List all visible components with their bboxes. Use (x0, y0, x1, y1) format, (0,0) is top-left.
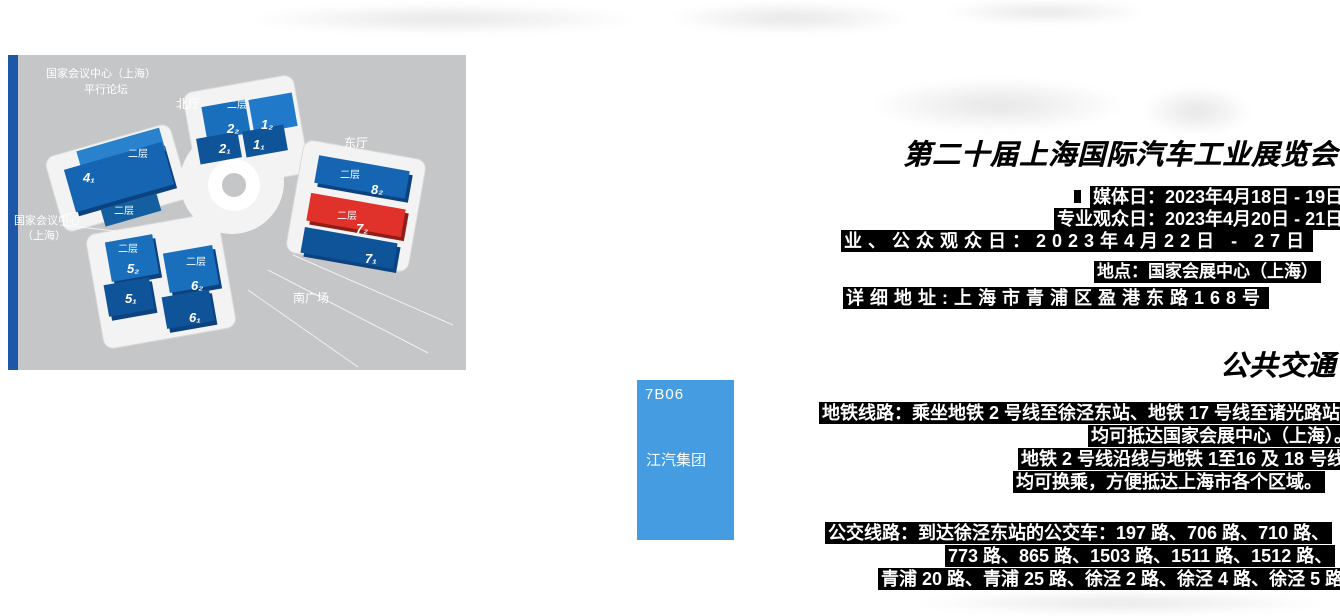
hall-number-7-1: 7₁ (365, 251, 377, 266)
map-left-stripe (8, 55, 18, 370)
booth-marker[interactable]: 7B06 江汽集团 (637, 380, 734, 540)
hall-5-2 (104, 234, 160, 282)
schedule-media-day: 媒体日：2023年4月18日 - 19日 (1090, 186, 1340, 208)
bus-info-line-1: 公交线路：到达徐泾东站的公交车：197 路、706 路、710 路、 (825, 522, 1333, 544)
map-label-level2-e72: 二层 (337, 210, 357, 222)
hall-2-1 (196, 131, 242, 165)
schedule-trade-days: 专业观众日：2023年4月20日 - 21日 (1054, 208, 1340, 230)
venue-address: 详细地址:上海市青浦区盈港东路168号 (843, 287, 1270, 309)
halls (63, 92, 410, 329)
map-label-level2-e82: 二层 (340, 169, 360, 181)
map-label-south-plaza: 南广场 (293, 290, 329, 305)
hall-number-7-2: 7₂ (356, 221, 368, 236)
central-ring-hole (222, 173, 246, 197)
ghost-text-artifact (1142, 86, 1252, 136)
metro-info-line-3: 地铁 2 号线沿线与地铁 1至16 及 18 号线 (1018, 448, 1340, 470)
hall-5-1 (103, 277, 155, 317)
ghost-text-artifact (905, 592, 1335, 614)
hall-7-1 (300, 227, 398, 269)
map-label-level2-s52: 二层 (118, 243, 138, 255)
hall-number-1-1: 1₁ (253, 137, 265, 152)
metro-info-line-2: 均可抵达国家会展中心（上海）。 (1088, 425, 1340, 447)
hall-number-2-2: 2₂ (226, 121, 239, 136)
map-label-level2-w: 二层 (114, 205, 134, 217)
map-label-level2-s62: 二层 (186, 256, 206, 268)
exhibition-title: 第二十届上海国际汽车工业展览会 (903, 139, 1339, 170)
hall-number-6-2: 6₂ (191, 278, 203, 293)
map-label-east-hall: 东厅 (344, 136, 368, 150)
hall-1-1 (242, 124, 288, 158)
hall-8-2 (314, 155, 410, 199)
hall-1-2 (248, 92, 298, 134)
map-label-level2-nw: 二层 (128, 148, 148, 160)
map-label-north-hall: 北厅 (176, 97, 200, 111)
transit-heading: 公共交通 (1220, 350, 1337, 381)
hall-number-4-1: 4₁ (82, 170, 95, 185)
venue-map-graphic: 国家会议中心（上海） 平行论坛 北厅 东厅 国家会议中心 （上海） 南广场 二层… (8, 55, 466, 370)
ghost-text-artifact (868, 78, 1128, 132)
hall-number-6-1: 6₁ (189, 310, 201, 325)
schedule-public-days: 业、公众观众日：2023年4月22日 - 27日 (841, 230, 1314, 252)
hall-number-8-2: 8₂ (371, 182, 383, 197)
hall-west-lower-deck (100, 193, 162, 227)
hall-number-5-2: 5₂ (127, 261, 139, 276)
metro-info-line-1: 地铁线路：乘坐地铁 2 号线至徐泾东站、地铁 17 号线至诸光路站， (819, 402, 1340, 424)
bus-info-line-2: 773 路、865 路、1503 路、1511 路、1512 路、 (945, 545, 1336, 567)
hall-6-2 (162, 244, 220, 294)
ghost-text-artifact (245, 4, 645, 34)
map-label-forum-line1: 国家会议中心（上海） (46, 66, 156, 80)
booth-number: 7B06 (645, 386, 685, 403)
map-label-ncc-line2: （上海） (22, 228, 66, 242)
venue-map: 国家会议中心（上海） 平行论坛 北厅 东厅 国家会议中心 （上海） 南广场 二层… (8, 55, 466, 370)
hall-4-1 (63, 141, 175, 213)
hall-number-1-2: 1₂ (261, 117, 273, 132)
metro-info-line-4: 均可换乘，方便抵达上海市各个区域。 (1013, 471, 1325, 493)
hall-number-2-1: 2₁ (218, 141, 231, 156)
text-fragment-artifact (1074, 190, 1081, 203)
map-label-level2-n: 二层 (227, 99, 247, 111)
map-label-ncc-line1: 国家会议中心 (14, 213, 80, 227)
bus-info-line-3: 青浦 20 路、青浦 25 路、徐泾 2 路、徐泾 4 路、徐泾 5 路 (878, 568, 1340, 590)
hall-number-5-1: 5₁ (125, 291, 137, 306)
map-label-forum-line2: 平行论坛 (84, 82, 128, 96)
ghost-text-artifact (940, 0, 1150, 24)
hall-6-1 (161, 289, 215, 329)
ghost-text-artifact (665, 2, 915, 34)
venue-location: 地点：国家会展中心（上海） (1094, 261, 1321, 283)
booth-company: 江汽集团 (646, 452, 707, 469)
hall-7-2-highlighted (306, 192, 406, 238)
hall-2-2 (201, 99, 251, 141)
